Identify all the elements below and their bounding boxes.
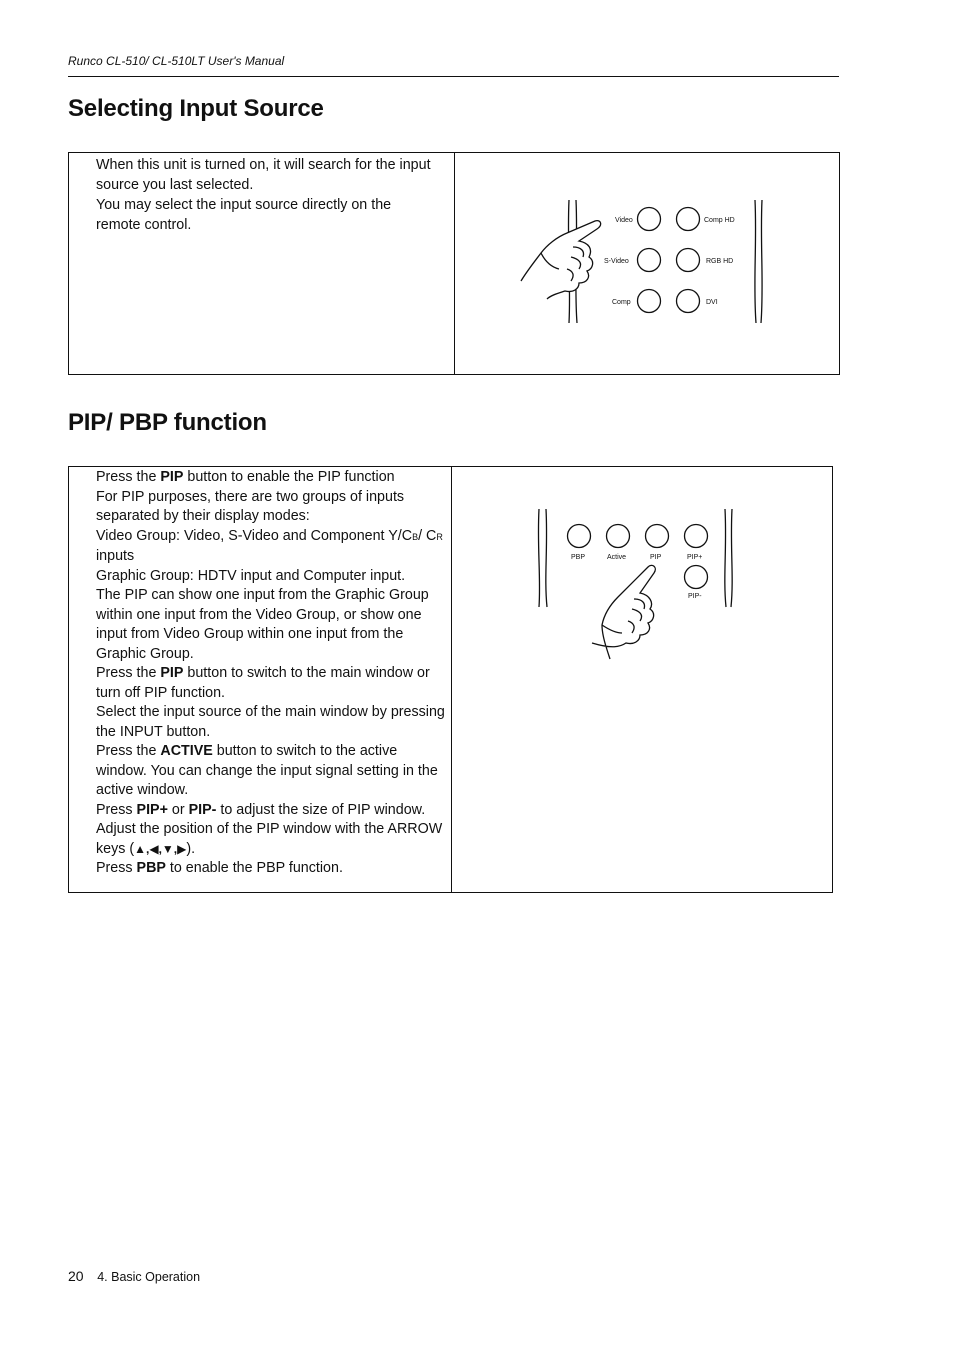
pbp-button-label: PBP xyxy=(571,554,585,561)
instruction-line: Press PIP+ or PIP- to adjust the size of… xyxy=(96,801,426,818)
instruction-line: Press the PIP button to enable the PIP f… xyxy=(96,469,395,485)
pointing-hand-icon xyxy=(520,219,602,300)
pip-pbp-table: Press the PIP button to enable the PIP f… xyxy=(68,466,833,893)
s-video-button-circle xyxy=(636,247,662,273)
pip-button-circle xyxy=(644,523,670,549)
paragraph: You may select the input source directly… xyxy=(96,197,392,233)
instruction-line: Graphic Group: HDTV input and Computer i… xyxy=(96,567,406,584)
instruction-line: Press PBP to enable the PBP function. xyxy=(96,860,343,876)
video-button-circle xyxy=(636,206,662,232)
instruction-line: The PIP can show one input from the Grap… xyxy=(96,587,429,662)
pip-button-label: PIP xyxy=(650,554,662,561)
instruction-line: Select the input source of the main wind… xyxy=(96,704,445,740)
running-header: Runco CL-510/ CL-510LT User's Manual xyxy=(68,54,285,68)
arrow-keys-glyphs: ▲,◀,▼,▶ xyxy=(134,841,187,856)
active-button-label: Active xyxy=(607,554,626,561)
instruction-line: Video Group: Video, S-Video and Componen… xyxy=(96,527,443,565)
pip-plus-button-circle xyxy=(683,523,709,549)
remote-edge-line xyxy=(537,508,541,608)
page-footer: 20 4. Basic Operation xyxy=(68,1268,200,1284)
instruction-line: Adjust the position of the PIP window wi… xyxy=(96,821,443,857)
s-video-button-label: S-Video xyxy=(604,258,629,265)
table-divider xyxy=(454,153,455,374)
remote-edge-line xyxy=(545,508,548,608)
dvi-button-label: DVI xyxy=(706,299,718,306)
header-rule xyxy=(68,76,839,77)
pip-plus-button-label: PIP+ xyxy=(687,554,702,561)
paragraph: When this unit is turned on, it will sea… xyxy=(96,157,431,193)
remote-edge-line xyxy=(724,508,727,608)
comp-button-label: Comp xyxy=(612,299,631,306)
pbp-button-circle xyxy=(566,523,592,549)
pip-minus-button-circle xyxy=(683,564,709,590)
page-number: 20 xyxy=(68,1268,84,1284)
dvi-button-circle xyxy=(675,288,701,314)
comp-button-circle xyxy=(636,288,662,314)
pointing-hand-icon xyxy=(591,564,656,660)
footer-section-name: 4. Basic Operation xyxy=(97,1270,201,1284)
comp-hd-button-label: Comp HD xyxy=(704,217,735,224)
rgb-hd-button-circle xyxy=(675,247,701,273)
remote-edge-line xyxy=(730,508,733,608)
remote-edge-line xyxy=(760,199,763,324)
input-source-table: When this unit is turned on, it will sea… xyxy=(68,152,840,375)
remote-input-buttons-illustration: Video Comp HD S-Video RGB HD Comp DVI xyxy=(520,199,763,324)
input-source-text: When this unit is turned on, it will sea… xyxy=(96,155,436,235)
remote-edge-line xyxy=(754,199,757,324)
remote-pip-buttons-illustration: PBP Active PIP PIP+ PIP- xyxy=(537,508,733,660)
pip-pbp-text: Press the PIP button to enable the PIP f… xyxy=(96,468,446,879)
active-button-circle xyxy=(605,523,631,549)
comp-hd-button-circle xyxy=(675,206,701,232)
section-title-pip-pbp: PIP/ PBP function xyxy=(68,409,267,436)
instruction-line: Press the PIP button to switch to the ma… xyxy=(96,665,430,701)
table-divider xyxy=(451,467,452,892)
instruction-line: For PIP purposes, there are two groups o… xyxy=(96,488,405,525)
section-title-input-source: Selecting Input Source xyxy=(68,95,324,122)
rgb-hd-button-label: RGB HD xyxy=(706,258,733,265)
pip-minus-button-label: PIP- xyxy=(688,593,702,600)
instruction-line: Press the ACTIVE button to switch to the… xyxy=(96,743,438,798)
video-button-label: Video xyxy=(615,217,633,224)
